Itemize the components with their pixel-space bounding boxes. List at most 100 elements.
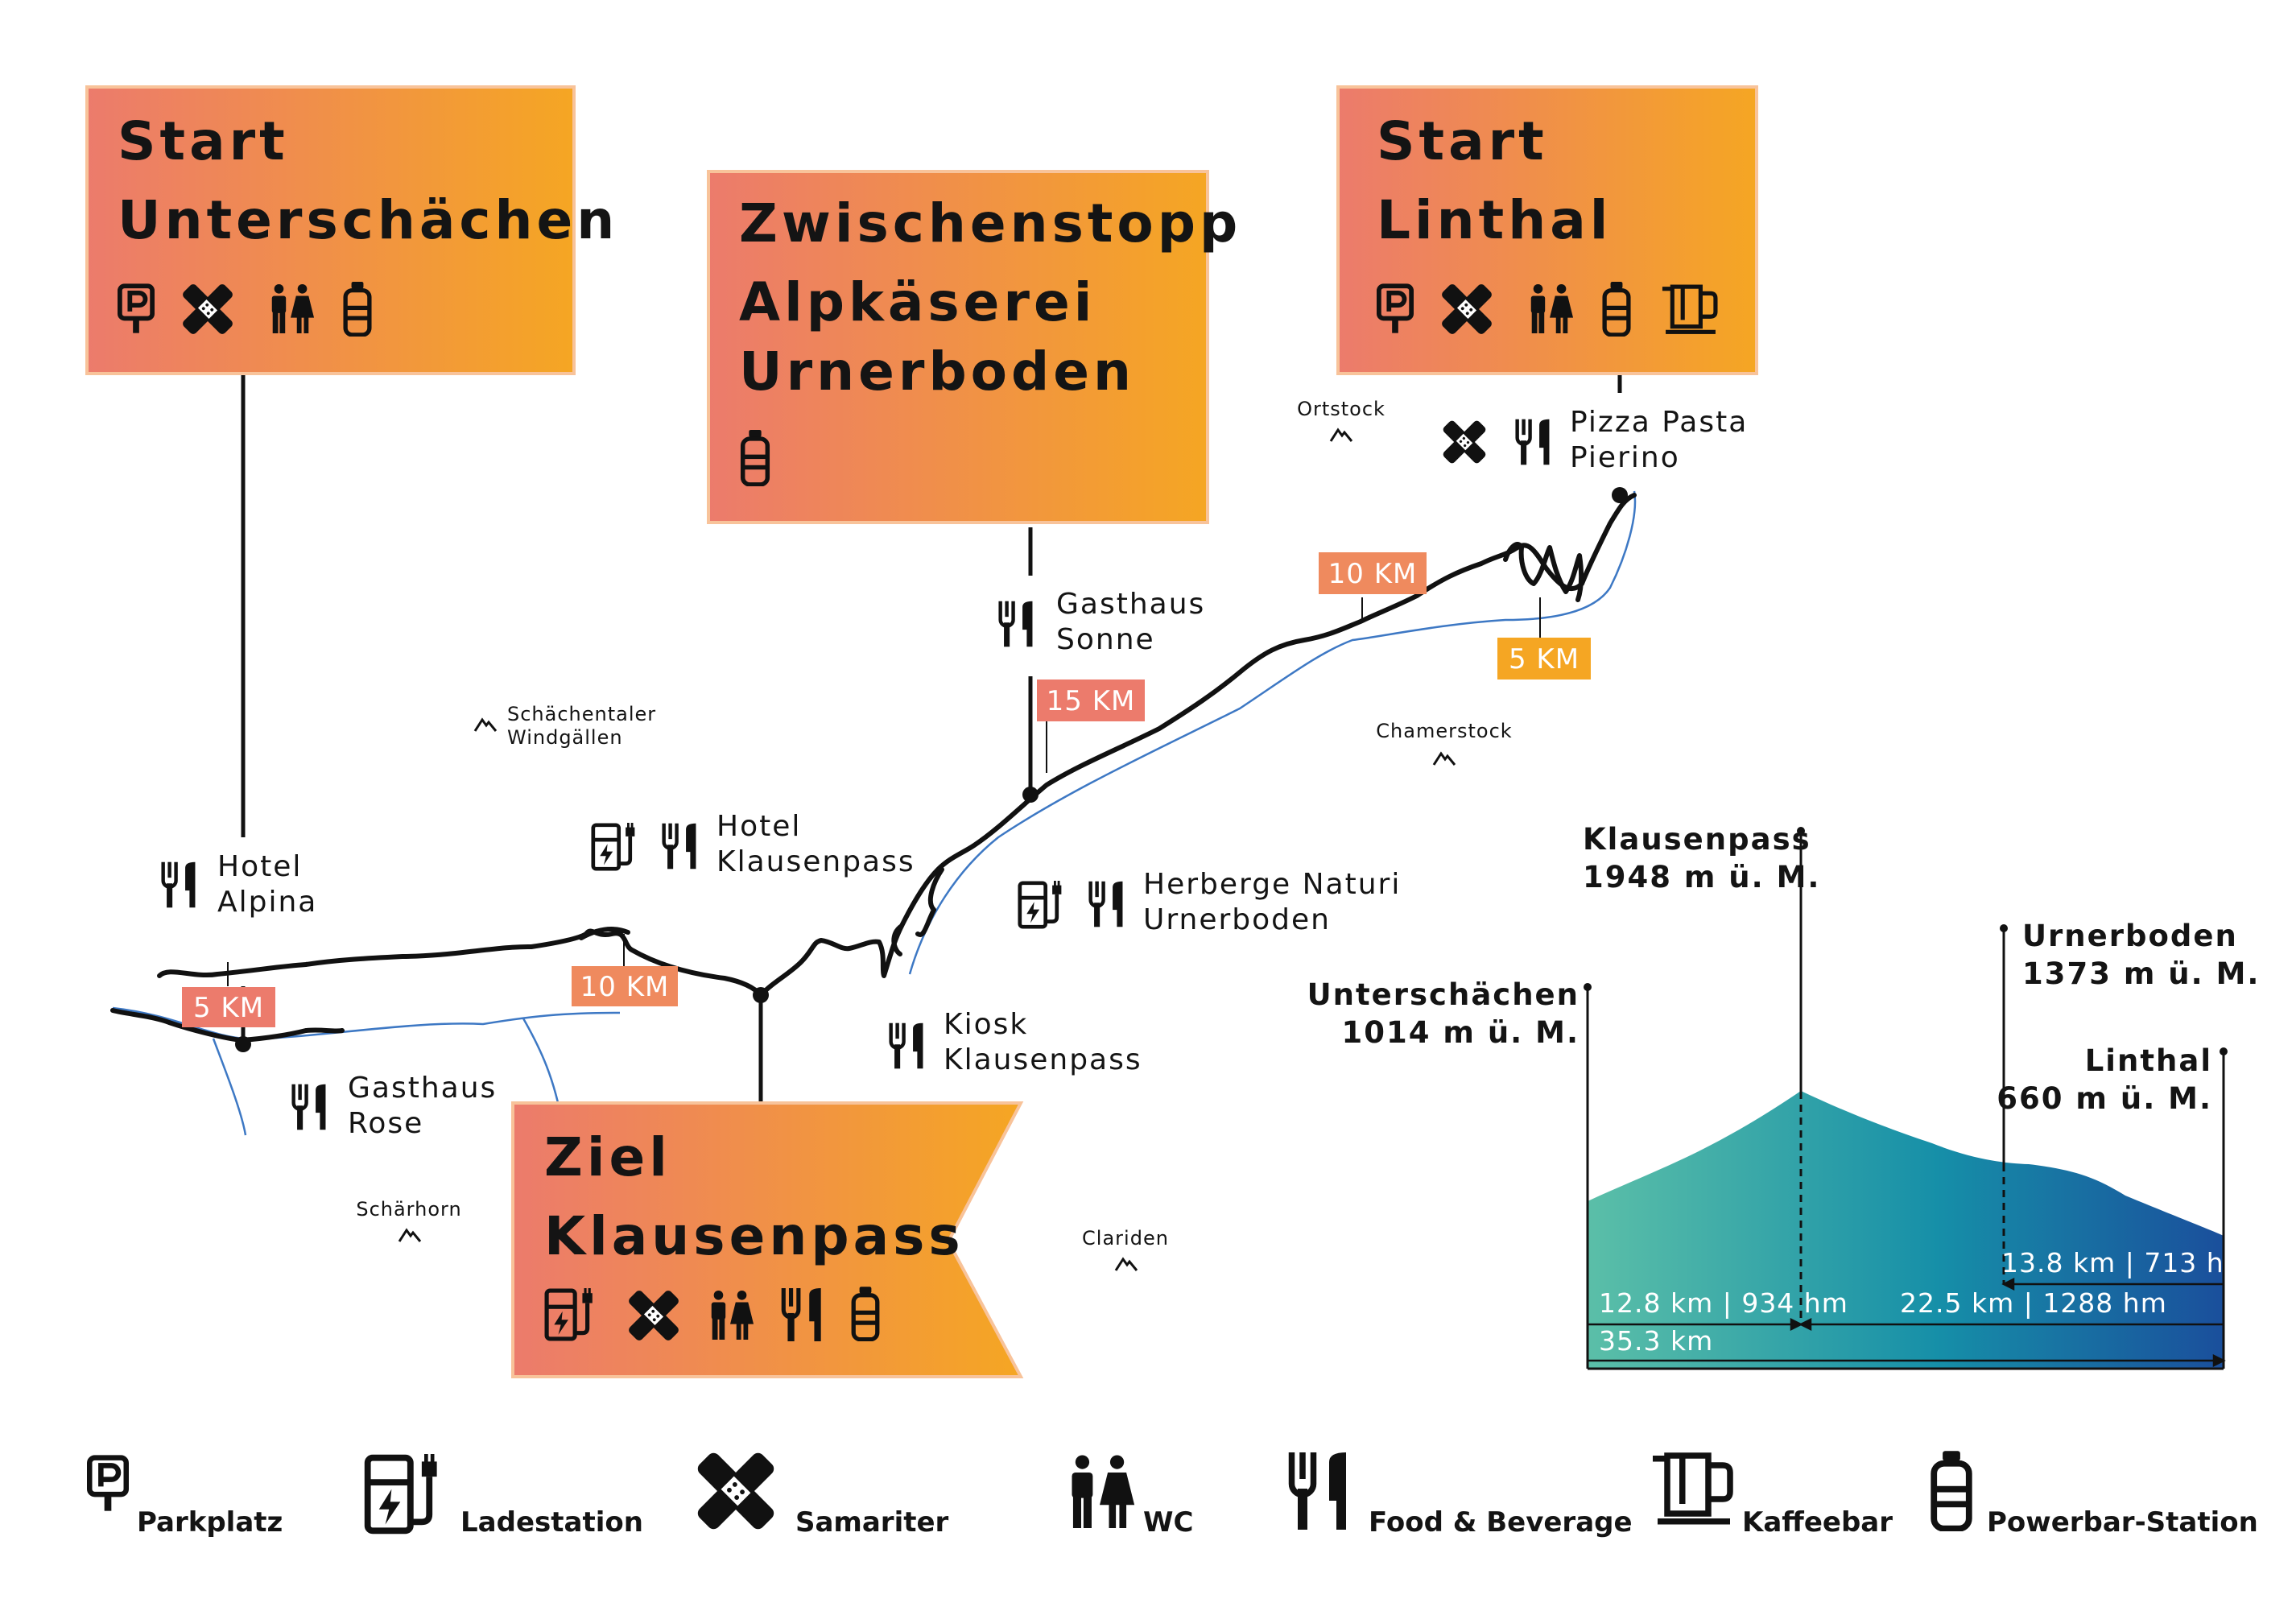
mountain-peak-icon [1114,1258,1138,1272]
sign-title-line1: Ziel [544,1126,671,1188]
peak-clariden: Clariden [1082,1227,1169,1272]
svg-text:5 KM: 5 KM [193,992,264,1024]
sign-ziel-klausenpass: Ziel Klausenpass [511,1101,1024,1378]
svg-text:1948 m ü. M.: 1948 m ü. M. [1583,860,1820,894]
svg-text:13.8 km | 713 hm: 13.8 km | 713 hm [2001,1247,2251,1278]
food-icon [1292,1452,1347,1530]
poi-kiosk-klausenpass: Kiosk Klausenpass [891,1008,1141,1076]
svg-text:Pierino: Pierino [1570,441,1680,474]
sign-start-unterschaechen: Start Unterschächen [85,85,618,375]
svg-text:Schächentaler: Schächentaler [507,703,656,725]
svg-text:Schärhorn: Schärhorn [356,1198,461,1221]
km-marker-east-10: 10 KM [1319,552,1427,622]
svg-text:Urnerboden: Urnerboden [2022,919,2238,953]
poi-herberge-naturi: Herberge Naturi Urnerboden [1020,868,1401,936]
charging-icon [368,1454,437,1530]
svg-text:Powerbar-Station: Powerbar-Station [1987,1506,2258,1539]
poi-hotel-klausenpass: Hotel Klausenpass [593,810,915,878]
legend-parkplatz: Parkplatz [89,1458,283,1539]
legend-powerbar: Powerbar-Station [1934,1451,2258,1539]
route-east [758,493,1637,998]
svg-text:1014 m ü. M.: 1014 m ü. M. [1342,1015,1580,1050]
elevation-profile: Unterschächen 1014 m ü. M. Klausenpass 1… [1307,822,2260,1370]
sign-title-line1: Start [118,110,289,172]
svg-text:15 KM: 15 KM [1047,685,1136,717]
route-hairpins-lower [891,867,944,956]
svg-text:Klausenpass: Klausenpass [716,845,915,878]
river-branch-1 [212,1038,247,1136]
food-icon [1518,419,1550,465]
svg-text:Sonne: Sonne [1056,623,1155,656]
food-icon [664,824,696,870]
coffee-icon [1653,1456,1730,1525]
km-markers: 5 KM 10 KM 15 KM 10 KM 5 KM [182,552,1591,1027]
peak-schaechentaler: Schächentaler Windgällen [473,703,656,749]
legend-samariter: Samariter [695,1450,949,1539]
food-icon [891,1023,923,1069]
stop-linthal [1612,487,1628,503]
route-hairpins-upper [1503,542,1584,602]
legend: Parkplatz Ladestation Samariter WC Food … [89,1450,2258,1539]
food-icon [294,1084,326,1130]
svg-text:10 KM: 10 KM [580,971,670,1003]
svg-text:Klausenpass: Klausenpass [1583,822,1811,857]
svg-text:Pizza Pasta: Pizza Pasta [1570,406,1748,439]
food-icon [163,862,196,908]
sign-zwischenstopp: Zwischenstopp Alpkäserei Urnerboden [707,170,1237,524]
svg-text:Unterschächen: Unterschächen [1307,977,1580,1012]
stop-urnerboden [1022,787,1039,803]
river-fätschbach [908,490,1637,975]
svg-text:Samariter: Samariter [795,1506,949,1539]
mountain-peak-icon [473,718,498,733]
sign-title-line2: Linthal [1377,189,1612,251]
svg-text:Rose: Rose [348,1107,423,1140]
sign-title-line1: Start [1377,110,1548,172]
stop-klausenpass [753,987,769,1003]
km-marker-east-15: 15 KM [1037,680,1145,773]
rivers [112,490,1637,1136]
peak-chamerstock: Chamerstock [1376,720,1512,766]
svg-text:5 KM: 5 KM [1509,643,1580,675]
poi-pizza-pasta: Pizza Pasta Pierino [1441,406,1748,474]
svg-text:Kaffeebar: Kaffeebar [1742,1506,1893,1539]
poi-gasthaus-sonne: Gasthaus Sonne [1001,588,1205,656]
svg-text:Clariden: Clariden [1082,1227,1169,1250]
river-schaechen [112,1006,621,1040]
legend-wc: WC [1072,1455,1193,1539]
svg-text:Parkplatz: Parkplatz [137,1506,283,1539]
svg-text:Gasthaus: Gasthaus [348,1072,497,1105]
svg-text:Chamerstock: Chamerstock [1376,720,1512,742]
svg-text:Hotel: Hotel [716,810,801,843]
km-marker-west-10: 10 KM [572,934,678,1006]
svg-text:Linthal: Linthal [2085,1043,2212,1078]
sign-title-line2: Unterschächen [118,189,618,251]
sign-start-linthal: Start Linthal [1336,85,1758,375]
poi-hotel-alpina: Hotel Alpina [163,850,316,919]
km-marker-west-5: 5 KM [182,962,275,1027]
legend-food: Food & Beverage [1292,1452,1633,1539]
svg-text:Ortstock: Ortstock [1297,398,1385,420]
svg-text:1373 m ü. M.: 1373 m ü. M. [2022,956,2260,991]
route-stops [235,487,1628,1052]
svg-text:35.3 km: 35.3 km [1599,1325,1713,1357]
parking-icon [89,1458,126,1511]
sign-title-line2: Alpkäserei [739,271,1096,333]
peak-schaerhorn: Schärhorn [356,1198,461,1243]
route-west-loop [579,927,630,940]
sign-connectors [241,375,1622,1103]
svg-text:WC: WC [1143,1506,1193,1539]
svg-text:12.8 km | 934 hm: 12.8 km | 934 hm [1599,1287,1848,1319]
svg-text:660 m ü. M.: 660 m ü. M. [1997,1081,2212,1116]
svg-text:10 KM: 10 KM [1328,558,1418,590]
stop-unterschaechen [235,1036,251,1052]
svg-text:Gasthaus: Gasthaus [1056,588,1205,621]
charging-icon [1020,881,1062,927]
mountain-peak-icon [1329,428,1353,443]
svg-text:Kiosk: Kiosk [944,1008,1028,1041]
wc-icon [1072,1455,1135,1528]
legend-ladestation: Ladestation [368,1454,643,1539]
svg-text:Food & Beverage: Food & Beverage [1369,1506,1633,1539]
svg-text:Herberge Naturi: Herberge Naturi [1143,868,1401,901]
legend-kaffeebar: Kaffeebar [1653,1456,1893,1539]
